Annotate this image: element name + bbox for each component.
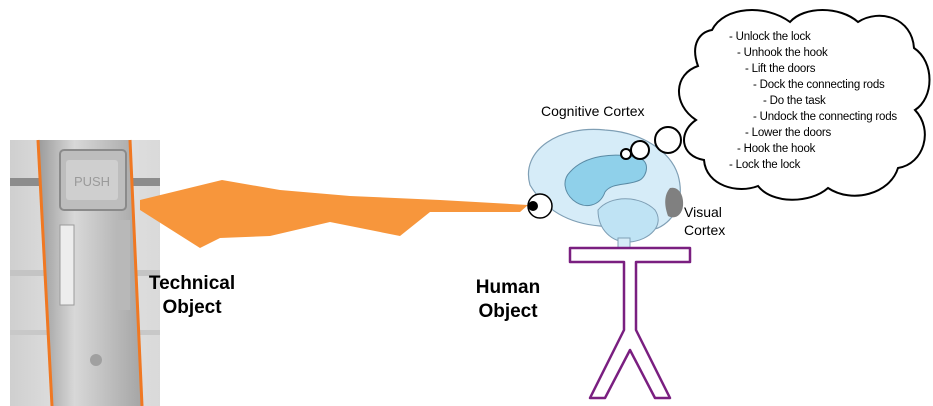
brain-illustration bbox=[527, 128, 684, 251]
technical-object-photo: PUSH bbox=[10, 139, 160, 406]
thought-step: - Unhook the hook bbox=[737, 47, 828, 59]
thought-step: - Lower the doors bbox=[745, 127, 832, 139]
technical-object-line1: Technical bbox=[148, 273, 236, 294]
visual-cortex-line1: Visual bbox=[684, 204, 722, 220]
human-object-line2: Object bbox=[478, 301, 538, 322]
cognitive-cortex-label: Cognitive Cortex bbox=[541, 103, 645, 119]
stick-figure bbox=[568, 246, 692, 400]
thought-step: - Do the task bbox=[763, 95, 826, 107]
thought-step: - Undock the connecting rods bbox=[753, 111, 897, 123]
human-object-line1: Human bbox=[475, 277, 541, 298]
push-button-text: PUSH bbox=[74, 174, 110, 189]
thought-bubble-trail bbox=[620, 126, 682, 160]
technical-object-line2: Object bbox=[162, 297, 222, 318]
thought-step: - Lock the lock bbox=[729, 159, 801, 171]
thought-step: - Hook the hook bbox=[737, 143, 816, 155]
thought-step: - Lift the doors bbox=[745, 63, 816, 75]
thought-cloud bbox=[678, 9, 931, 201]
edge-highlight-left bbox=[36, 139, 54, 406]
human-object-label: Human Object bbox=[468, 276, 548, 324]
eye-pupil bbox=[528, 201, 538, 211]
edge-highlight-right bbox=[128, 139, 144, 406]
vision-beam bbox=[140, 180, 528, 248]
thought-step: - Unlock the lock bbox=[729, 31, 811, 43]
technical-object-label: Technical Object bbox=[142, 272, 242, 320]
visual-cortex-region bbox=[665, 187, 684, 218]
thought-step: - Dock the connecting rods bbox=[753, 79, 885, 91]
visual-cortex-line2: Cortex bbox=[684, 222, 726, 238]
visual-cortex-label: Visual Cortex bbox=[684, 203, 725, 239]
